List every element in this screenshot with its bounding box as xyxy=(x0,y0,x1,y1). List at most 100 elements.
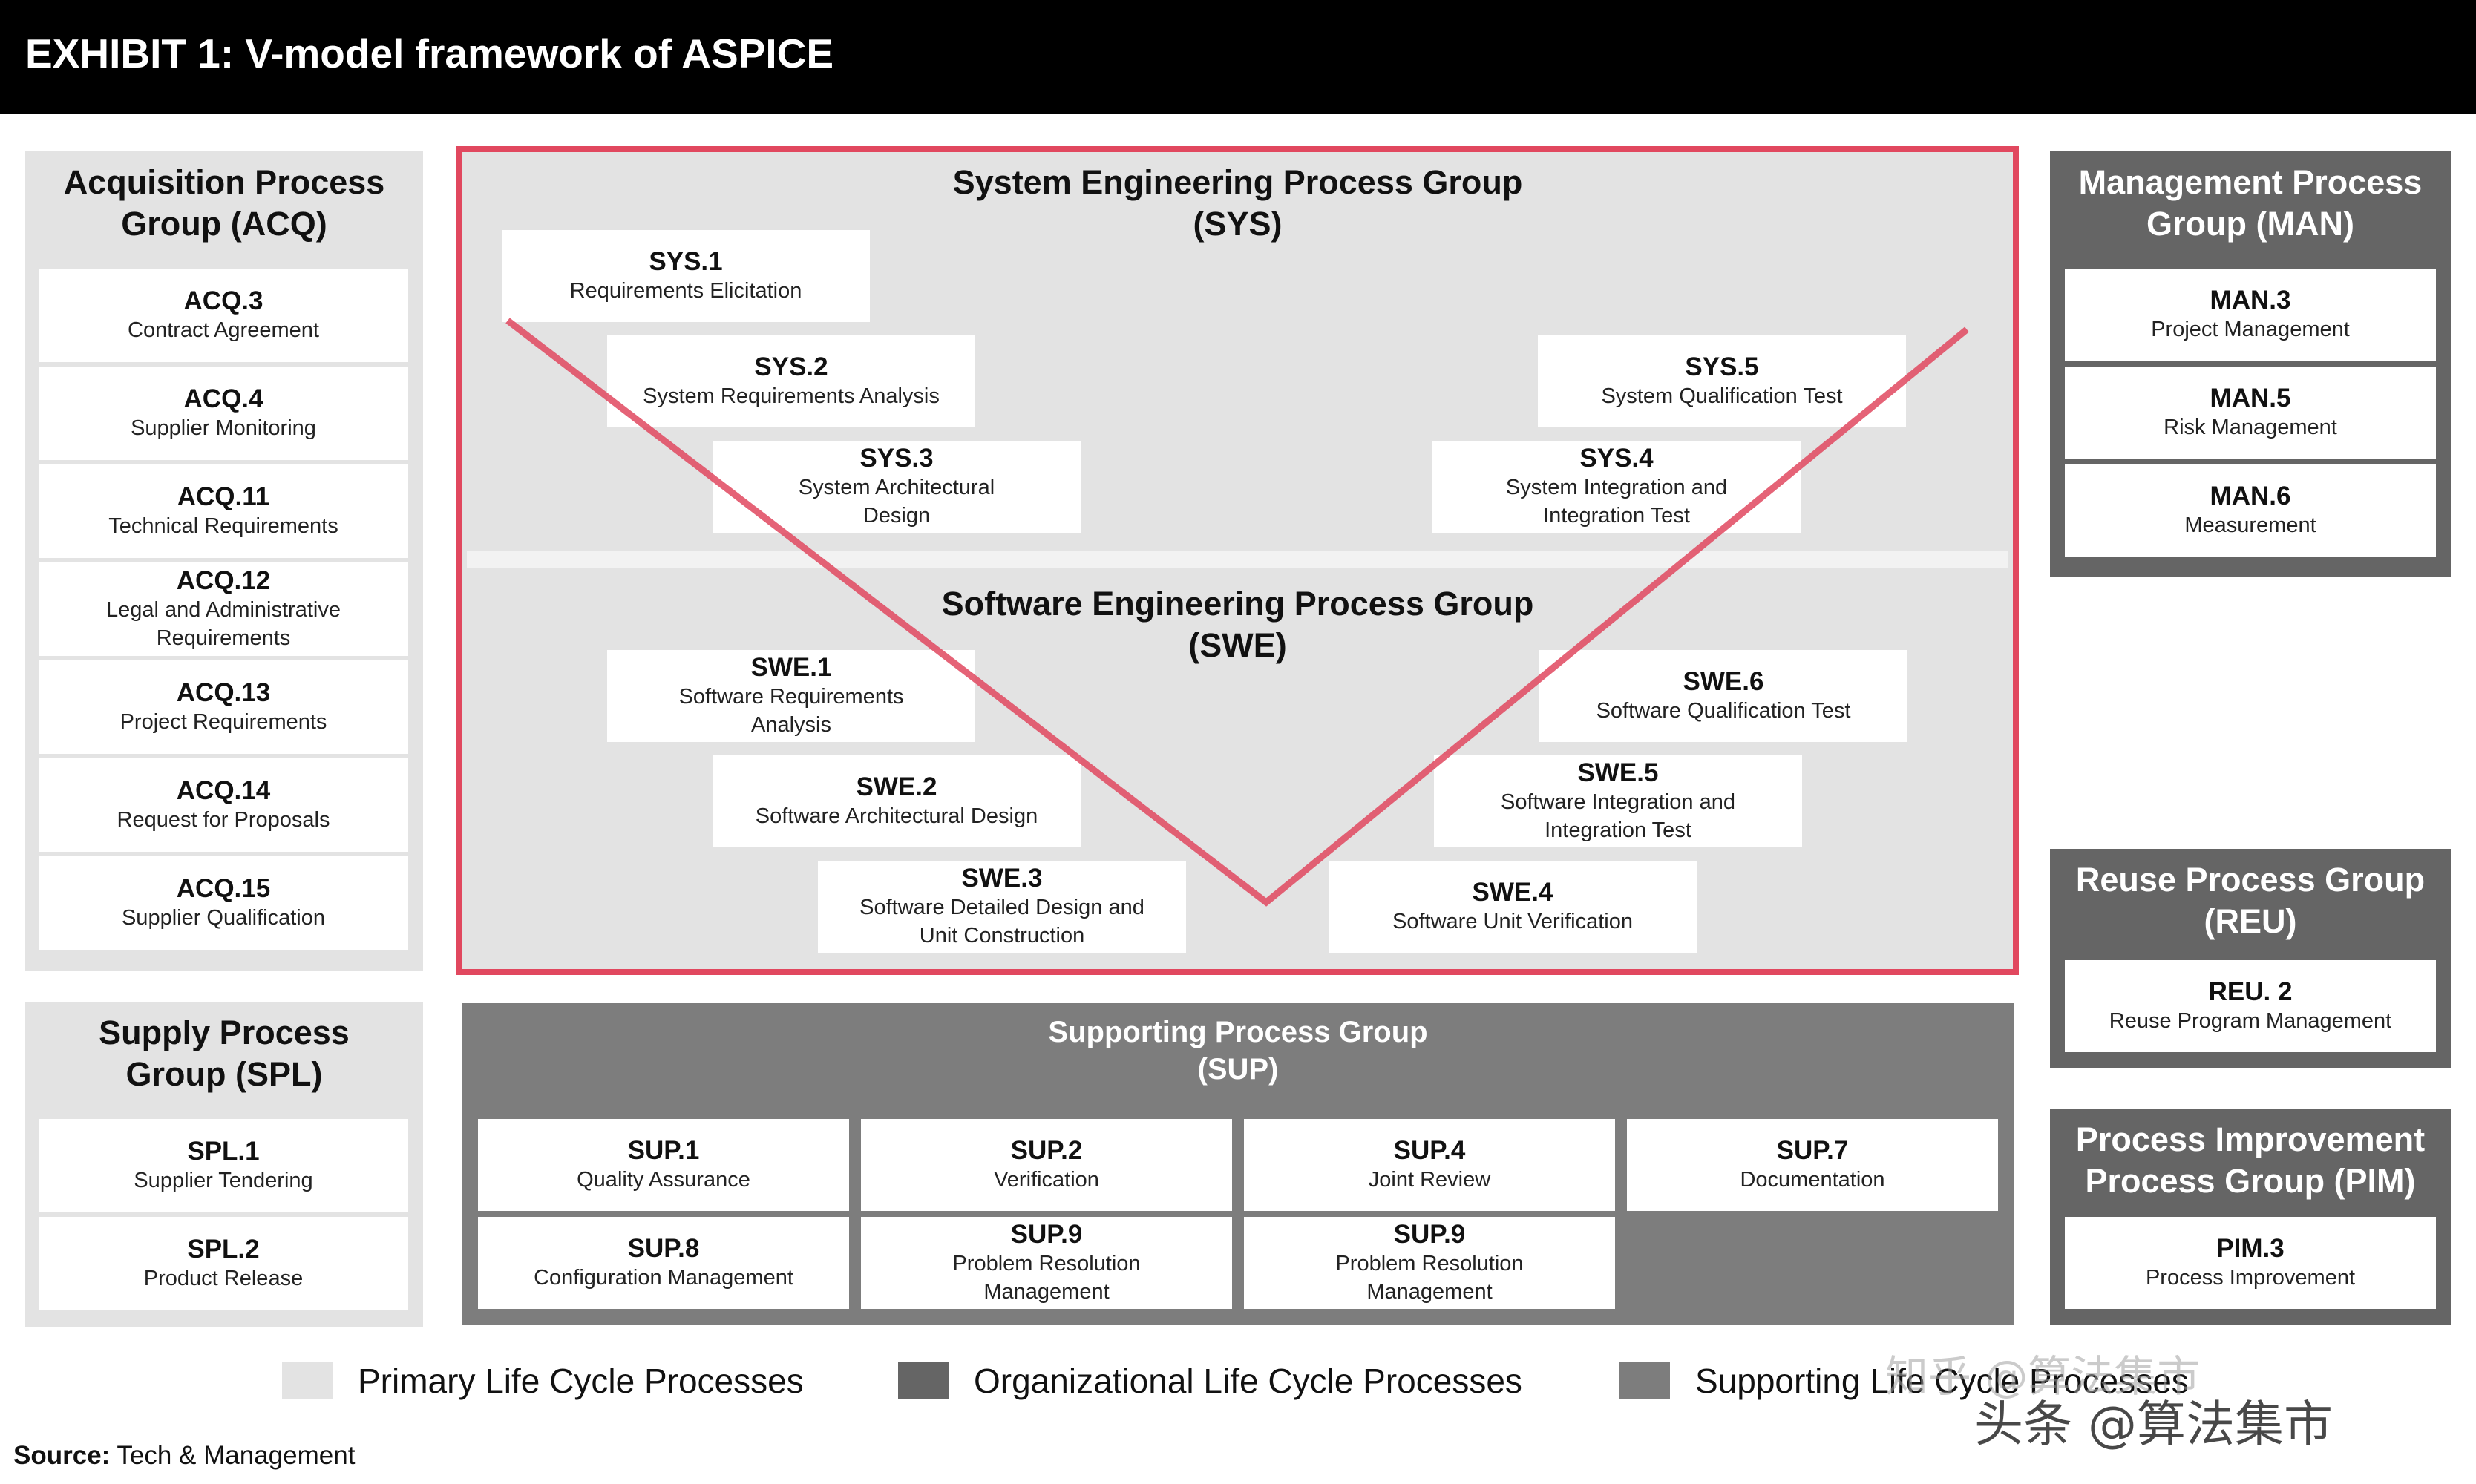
spl-title-line2: Group (SPL) xyxy=(125,1055,323,1093)
swe-item: SWE.2 Software Architectural Design xyxy=(713,755,1081,847)
process-code: ACQ.14 xyxy=(176,776,271,805)
acq-group-title: Acquisition Process Group (ACQ) xyxy=(25,162,423,245)
header-bar: EXHIBIT 1: V-model framework of ASPICE xyxy=(0,0,2476,114)
sup-item: SUP.2 Verification xyxy=(861,1119,1232,1211)
acq-item: ACQ.3 Contract Agreement xyxy=(39,269,408,362)
process-code: SUP.2 xyxy=(1010,1136,1083,1165)
process-code: ACQ.12 xyxy=(176,566,271,595)
process-name: Problem Resolution xyxy=(1335,1252,1524,1275)
sys-item: SYS.1 Requirements Elicitation xyxy=(502,230,870,322)
process-code: SPL.2 xyxy=(187,1235,260,1264)
page-title: EXHIBIT 1: V-model framework of ASPICE xyxy=(25,30,834,76)
legend-swatch-supporting xyxy=(1619,1362,1670,1399)
acq-item: ACQ.13 Project Requirements xyxy=(39,660,408,754)
spl-title-line1: Supply Process xyxy=(99,1014,350,1051)
process-name-line2: Design xyxy=(862,504,931,528)
process-name: Software Detailed Design and xyxy=(859,896,1144,919)
swe-item: SWE.6 Software Qualification Test xyxy=(1539,650,1907,742)
man-group-title: Management Process Group (MAN) xyxy=(2050,162,2451,245)
process-name: Documentation xyxy=(1740,1168,1885,1192)
man-item: MAN.6 Measurement xyxy=(2065,464,2436,556)
process-name: Technical Requirements xyxy=(108,514,338,538)
process-name: Legal and Administrative xyxy=(106,598,341,622)
man-title-line2: Group (MAN) xyxy=(2146,205,2354,243)
watermark-line2: 头条 @算法集市 xyxy=(1974,1396,2333,1453)
pim-group-title: Process Improvement Process Group (PIM) xyxy=(2050,1119,2451,1202)
swe-item: SWE.1 Software Requirements Analysis xyxy=(607,650,975,742)
process-code: SUP.7 xyxy=(1776,1136,1849,1165)
sys-title-line2: (SYS) xyxy=(1193,205,1283,243)
watermark-line1: 知乎 @算法集市 xyxy=(1885,1351,2201,1402)
process-name-line2: Integration Test xyxy=(1543,504,1690,528)
process-name: Product Release xyxy=(143,1267,304,1290)
process-code: SYS.4 xyxy=(1579,444,1654,473)
acq-item: ACQ.15 Supplier Qualification xyxy=(39,856,408,950)
spl-group-title: Supply Process Group (SPL) xyxy=(25,1012,423,1095)
sys-item: SYS.4 System Integration and Integration… xyxy=(1432,441,1801,533)
process-name-line2: Management xyxy=(983,1280,1110,1304)
sup-item: SUP.4 Joint Review xyxy=(1244,1119,1615,1211)
acq-item: ACQ.11 Technical Requirements xyxy=(39,464,408,558)
process-code: SUP.9 xyxy=(1393,1220,1466,1249)
process-code: SYS.5 xyxy=(1685,352,1759,381)
process-code: SUP.9 xyxy=(1010,1220,1083,1249)
process-name: Risk Management xyxy=(2164,416,2337,439)
process-name: Project Management xyxy=(2151,318,2350,341)
process-code: SUP.8 xyxy=(627,1234,700,1263)
v-model-divider xyxy=(467,551,2008,568)
process-name: Software Requirements xyxy=(678,685,904,709)
source-label: Source: xyxy=(13,1441,111,1470)
process-code: ACQ.15 xyxy=(176,874,271,903)
sup-item: SUP.8 Configuration Management xyxy=(478,1217,849,1309)
process-name: Configuration Management xyxy=(534,1266,793,1290)
reu-title-line2: (REU) xyxy=(2204,902,2297,940)
process-code: SYS.2 xyxy=(754,352,828,381)
legend-swatch-primary xyxy=(282,1362,333,1399)
man-item: MAN.5 Risk Management xyxy=(2065,367,2436,459)
sup-item: SUP.7 Documentation xyxy=(1627,1119,1998,1211)
source-note: Source: Tech & Management xyxy=(13,1441,355,1471)
process-name: System Integration and xyxy=(1505,476,1728,499)
process-code: MAN.5 xyxy=(2210,384,2291,413)
process-code: SWE.2 xyxy=(856,772,937,801)
process-name-line2: Integration Test xyxy=(1545,818,1691,842)
acq-item: ACQ.14 Request for Proposals xyxy=(39,758,408,852)
process-name: Request for Proposals xyxy=(117,808,330,832)
acq-title-line2: Group (ACQ) xyxy=(121,205,327,243)
process-name: Measurement xyxy=(2184,513,2316,537)
process-name: Project Requirements xyxy=(119,710,327,734)
sup-item: SUP.1 Quality Assurance xyxy=(478,1119,849,1211)
process-name: System Qualification Test xyxy=(1601,384,1843,408)
sup-title-line2: (SUP) xyxy=(1197,1053,1279,1086)
sup-item: SUP.9 Problem Resolution Management xyxy=(1244,1217,1615,1309)
process-code: REU. 2 xyxy=(2208,977,2293,1006)
process-name-line2: Management xyxy=(1366,1280,1493,1304)
legend-label-supporting: Supporting Life Cycle Processes xyxy=(1695,1362,2189,1400)
process-name: Supplier Monitoring xyxy=(131,416,316,440)
sup-title-line1: Supporting Process Group xyxy=(1048,1016,1428,1048)
process-name-line2: Analysis xyxy=(751,713,831,737)
sup-item: SUP.9 Problem Resolution Management xyxy=(861,1217,1232,1309)
process-code: ACQ.4 xyxy=(183,384,263,413)
process-code: SYS.3 xyxy=(859,444,934,473)
process-code: SUP.4 xyxy=(1393,1136,1466,1165)
acq-item: ACQ.12 Legal and Administrative Requirem… xyxy=(39,562,408,656)
process-code: SUP.1 xyxy=(627,1136,700,1165)
process-name: Quality Assurance xyxy=(577,1168,750,1192)
process-name-line2: Unit Construction xyxy=(919,924,1085,948)
process-name: Reuse Program Management xyxy=(2109,1009,2392,1033)
process-name: Contract Agreement xyxy=(128,318,319,342)
process-name: Supplier Tendering xyxy=(134,1169,313,1192)
process-name-line2: Requirements xyxy=(156,626,291,650)
process-name: System Architectural xyxy=(798,476,995,499)
sup-group-title: Supporting Process Group (SUP) xyxy=(462,1014,2014,1088)
process-name: System Requirements Analysis xyxy=(643,384,940,408)
pim-title-line2: Process Group (PIM) xyxy=(2085,1162,2416,1200)
process-code: SWE.6 xyxy=(1683,667,1764,696)
process-name: Requirements Elicitation xyxy=(569,279,802,303)
swe-title-line1: Software Engineering Process Group xyxy=(941,585,1534,623)
man-title-line1: Management Process xyxy=(2078,163,2423,201)
legend-swatch-organizational xyxy=(898,1362,949,1399)
process-name: Joint Review xyxy=(1368,1168,1491,1192)
process-code: SWE.5 xyxy=(1577,758,1659,787)
